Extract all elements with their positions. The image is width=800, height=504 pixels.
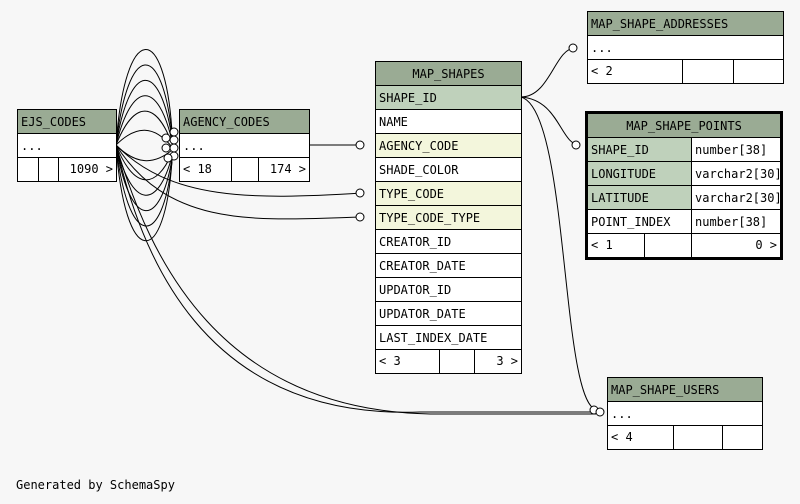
- table-footer: < 4: [608, 426, 762, 449]
- parent-count: [18, 158, 39, 181]
- column-row: ...: [588, 36, 783, 60]
- ejs-to-type-code-type-link: [115, 144, 363, 220]
- shapes-to-users-link: [520, 96, 599, 411]
- ejs-to-type-code-link: [115, 144, 363, 197]
- table-ejs-codes[interactable]: EJS_CODES ... 1090 >: [17, 109, 117, 182]
- child-count: [734, 60, 783, 83]
- column-type: varchar2[30]: [692, 186, 780, 209]
- generated-by-label: Generated by SchemaSpy: [16, 478, 175, 492]
- column-row: ...: [608, 402, 762, 426]
- table-agency-codes[interactable]: AGENCY_CODES ... < 18 174 >: [179, 109, 310, 182]
- column-name: POINT_INDEX: [588, 210, 692, 233]
- column-count: [645, 234, 692, 257]
- column-shade-color: SHADE_COLOR: [376, 158, 521, 182]
- table-footer: < 2: [588, 60, 783, 83]
- table-footer: < 3 3 >: [376, 350, 521, 373]
- child-count: [723, 426, 762, 449]
- child-count: 174 >: [269, 162, 306, 176]
- column-name: NAME: [376, 110, 521, 134]
- column-name: LATITUDE: [588, 186, 692, 209]
- column-type-code: TYPE_CODE: [376, 182, 521, 206]
- column-name: LONGITUDE: [588, 162, 692, 185]
- table-footer: < 18 174 >: [180, 158, 309, 181]
- column-creator-date: CREATOR_DATE: [376, 254, 521, 278]
- table-map-shapes[interactable]: MAP_SHAPES SHAPE_ID NAME AGENCY_CODE SHA…: [375, 61, 522, 374]
- column-count: [674, 426, 723, 449]
- parent-count: < 18: [180, 158, 232, 181]
- column-name: SHAPE_ID: [588, 138, 692, 161]
- column-creator-id: CREATOR_ID: [376, 230, 521, 254]
- column-shape-id: SHAPE_ID: [376, 86, 521, 110]
- column-type: number[38]: [692, 210, 780, 233]
- column-type: varchar2[30]: [692, 162, 780, 185]
- column-count: [39, 158, 59, 181]
- column-row: ...: [18, 134, 116, 158]
- child-count: 0 >: [755, 238, 777, 252]
- parent-count: < 1: [588, 234, 645, 257]
- child-count: 1090 >: [69, 162, 113, 176]
- child-count: 3 >: [496, 354, 518, 368]
- column-type: number[38]: [692, 138, 780, 161]
- column-count: [232, 158, 259, 181]
- column-type-code-type: TYPE_CODE_TYPE: [376, 206, 521, 230]
- parent-count: < 4: [608, 426, 674, 449]
- parent-count: < 2: [588, 60, 683, 83]
- table-footer: < 1 0 >: [588, 234, 780, 257]
- table-title: MAP_SHAPES: [376, 62, 521, 86]
- table-title: AGENCY_CODES: [180, 110, 309, 134]
- parent-count: < 3: [376, 350, 440, 373]
- column-count: [683, 60, 734, 83]
- column-last-index-date: LAST_INDEX_DATE: [376, 326, 521, 350]
- ejs-to-agency-links: [115, 49, 173, 242]
- shapes-to-addresses-link: [520, 47, 576, 98]
- table-title: MAP_SHAPE_ADDRESSES: [588, 12, 783, 36]
- ejs-to-users-link: [115, 144, 596, 413]
- table-map-shape-users[interactable]: MAP_SHAPE_USERS ... < 4: [607, 377, 763, 450]
- column-updator-id: UPDATOR_ID: [376, 278, 521, 302]
- column-count: [440, 350, 475, 373]
- table-title: MAP_SHAPE_POINTS: [588, 114, 780, 138]
- shapes-to-points-link: [520, 96, 581, 146]
- table-footer: 1090 >: [18, 158, 116, 181]
- table-title: MAP_SHAPE_USERS: [608, 378, 762, 402]
- table-map-shape-addresses[interactable]: MAP_SHAPE_ADDRESSES ... < 2: [587, 11, 784, 84]
- column-row: ...: [180, 134, 309, 158]
- column-updator-date: UPDATOR_DATE: [376, 302, 521, 326]
- column-agency-code: AGENCY_CODE: [376, 134, 521, 158]
- table-title: EJS_CODES: [18, 110, 116, 134]
